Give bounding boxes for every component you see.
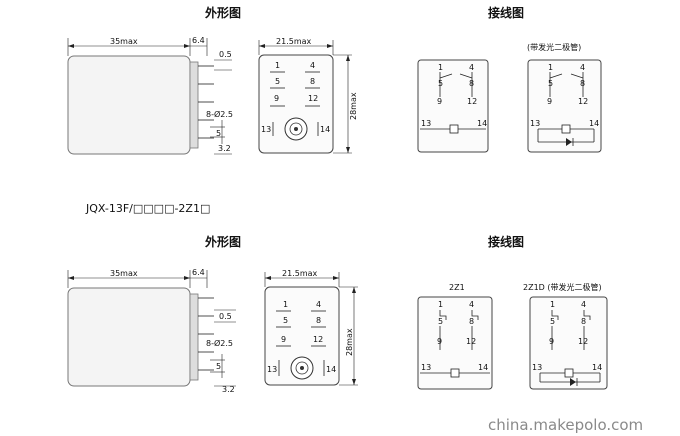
ba-pin-5: 5 (438, 317, 443, 326)
bottom-dim-height: 28max (345, 328, 354, 356)
bb-pin-1: 1 (550, 300, 555, 309)
top-dim-length: 35max (110, 37, 138, 46)
bb-pin-14: 14 (592, 363, 602, 372)
top-side-view: 35max 6.4 0.5 8-Ø2.5 5 3.2 (67, 36, 233, 155)
wb-pin-4: 4 (580, 63, 585, 72)
bb-pin-13: 13 (532, 363, 542, 372)
wa-pin-12: 12 (467, 97, 477, 106)
bottom-dim-pin-spacing: 5 (216, 362, 221, 371)
bottom-pin-4: 4 (316, 300, 321, 309)
wb-pin-8: 8 (580, 79, 585, 88)
top-pin-8: 8 (310, 77, 315, 86)
top-dim-pin-bottom: 3.2 (218, 144, 231, 153)
top-pin-14: 14 (320, 125, 330, 134)
top-pin-9: 9 (274, 94, 279, 103)
bottom-pin-9: 9 (281, 335, 286, 344)
top-dim-height: 28max (349, 92, 358, 120)
bottom-pin-13: 13 (267, 365, 277, 374)
wa-pin-8: 8 (469, 79, 474, 88)
top-pin-5: 5 (275, 77, 280, 86)
bottom-dim-hole: 8-Ø2.5 (206, 338, 233, 348)
bottom-pin-1: 1 (283, 300, 288, 309)
bottom-dim-length: 35max (110, 269, 138, 278)
ba-pin-4: 4 (469, 300, 474, 309)
top-base-outline (258, 54, 334, 154)
wa-pin-5: 5 (438, 79, 443, 88)
top-wiring-title: 接线图 (488, 5, 524, 20)
wa-pin-9: 9 (437, 97, 442, 106)
bottom-wiring-title: 接线图 (488, 234, 524, 249)
bb-pin-8: 8 (581, 317, 586, 326)
bottom-outline-title: 外形图 (205, 234, 241, 249)
bottom-side-view: 35max 6.4 0.5 8-Ø2.5 5 3.2 (67, 268, 236, 394)
bottom-dim-pin-thickness: 0.5 (219, 312, 232, 321)
top-wiring-b-label: (带发光二极管) (527, 42, 581, 52)
wb-pin-14: 14 (589, 119, 599, 128)
ba-pin-1: 1 (438, 300, 443, 309)
bottom-pin-14: 14 (326, 365, 336, 374)
top-dim-pin-thickness: 0.5 (219, 50, 232, 59)
ba-pin-8: 8 (469, 317, 474, 326)
top-dim-hole: 8-Ø2.5 (206, 109, 233, 119)
ba-pin-13: 13 (421, 363, 431, 372)
bb-pin-12: 12 (578, 337, 588, 346)
top-led-diode-icon (566, 138, 572, 146)
bottom-relay-body (67, 287, 191, 387)
bottom-bottom-view: 21.5max 28max 1 4 5 8 9 12 13 14 (264, 269, 358, 386)
bb-pin-4: 4 (581, 300, 586, 309)
bb-pin-9: 9 (549, 337, 554, 346)
ba-pin-14: 14 (478, 363, 488, 372)
bottom-pin-5: 5 (283, 316, 288, 325)
top-dim-width: 21.5max (276, 37, 312, 46)
bottom-pin-12: 12 (313, 335, 323, 344)
ba-pin-12: 12 (466, 337, 476, 346)
ba-pin-9: 9 (437, 337, 442, 346)
bottom-wiring-b: 2Z1D (带发光二极管) 1 4 5 8 9 12 13 14 (523, 282, 608, 390)
top-pin-1: 1 (275, 61, 280, 70)
wa-pin-4: 4 (469, 63, 474, 72)
bb-pin-5: 5 (550, 317, 555, 326)
bottom-wiring-a-label: 2Z1 (449, 283, 465, 292)
bottom-dim-pin-bottom: 3.2 (222, 385, 235, 394)
bottom-dim-pin-offset: 6.4 (192, 268, 205, 277)
top-relay-body (67, 55, 191, 155)
top-dim-pin-spacing: 5 (216, 129, 221, 138)
bottom-dim-width: 21.5max (282, 269, 318, 278)
bottom-led-diode-icon (570, 378, 576, 386)
wb-pin-9: 9 (547, 97, 552, 106)
bottom-pin-8: 8 (316, 316, 321, 325)
top-bottom-view: 21.5max 28max 1 4 5 8 9 12 13 14 (258, 37, 358, 154)
wb-pin-1: 1 (548, 63, 553, 72)
bottom-wiring-a: 2Z1 1 4 5 8 9 12 13 14 (417, 283, 493, 390)
bottom-base-outline (264, 286, 340, 386)
model-label: JQX-13F/□□□□-2Z1□ (85, 202, 210, 215)
top-wiring-a: 1 4 5 8 9 12 13 14 (417, 59, 489, 153)
wb-pin-13: 13 (530, 119, 540, 128)
top-pin-12: 12 (308, 94, 318, 103)
watermark: china.makepolo.com (488, 416, 643, 434)
top-pin-13: 13 (261, 125, 271, 134)
top-dim-pin-offset: 6.4 (192, 36, 205, 45)
wb-pin-5: 5 (548, 79, 553, 88)
top-pin-4: 4 (310, 61, 315, 70)
wa-pin-13: 13 (421, 119, 431, 128)
top-wiring-b: (带发光二极管) 1 4 5 8 9 12 13 14 (527, 42, 602, 153)
bottom-wiring-b-label: 2Z1D (带发光二极管) (523, 282, 602, 292)
wb-pin-12: 12 (578, 97, 588, 106)
wa-pin-14: 14 (477, 119, 487, 128)
wa-pin-1: 1 (438, 63, 443, 72)
top-outline-title: 外形图 (205, 5, 241, 20)
